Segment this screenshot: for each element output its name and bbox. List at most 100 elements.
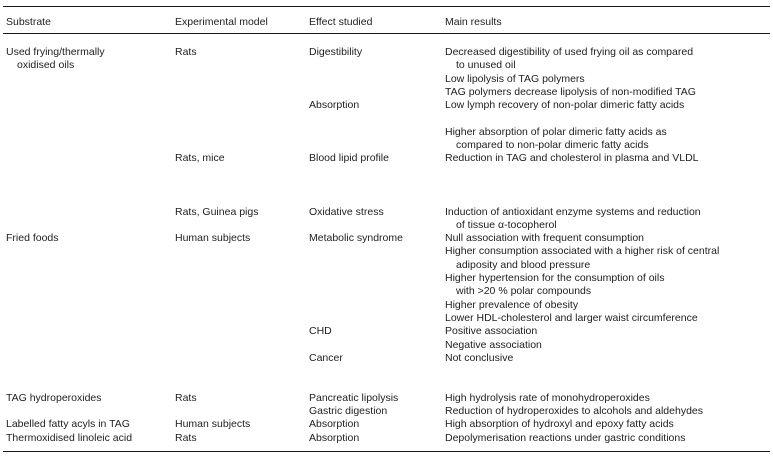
cell-substrate: Used frying/thermally <box>6 46 105 58</box>
cell-substrate <box>3 219 175 232</box>
cell-experimental-model <box>175 219 309 232</box>
cell-main-results: to unused oil <box>456 59 516 72</box>
cell-substrate <box>3 86 175 99</box>
cell-main-results: Null association with frequent consumpti… <box>445 232 645 245</box>
cell-effect-studied <box>309 126 445 139</box>
cell-substrate <box>3 73 175 86</box>
table-row: with >20 % polar compounds <box>3 285 770 298</box>
cell-experimental-model <box>175 405 309 418</box>
column-header-experimental-model: Experimental model <box>175 16 268 28</box>
table-row <box>3 166 770 179</box>
cell-main-results <box>445 179 770 192</box>
table-row: TAG hydroperoxides Rats Pancreatic lipolys… <box>3 392 770 405</box>
cell-effect-studied <box>309 378 445 391</box>
cell-effect-studied: Absorption <box>309 431 360 444</box>
cell-experimental-model <box>175 99 309 112</box>
table-bottom-rule <box>3 450 770 452</box>
table-row: Higher consumption associated with a hig… <box>3 245 770 258</box>
cell-substrate <box>3 139 175 152</box>
cell-main-results: TAG polymers decrease lipolysis of non-m… <box>445 85 696 98</box>
cell-experimental-model <box>175 285 309 298</box>
cell-main-results: Induction of antioxidant enzyme systems … <box>445 205 701 218</box>
table-row <box>3 378 770 391</box>
cell-experimental-model: Rats <box>175 431 197 444</box>
cell-experimental-model: Rats, Guinea pigs <box>175 205 259 218</box>
cell-main-results: Low lipolysis of TAG polymers <box>445 72 585 85</box>
cell-main-results: Depolymerisation reactions under gastric… <box>445 431 686 444</box>
cell-effect-studied <box>309 365 445 378</box>
table-top-rule <box>3 6 770 7</box>
cell-experimental-model <box>175 112 309 125</box>
table-row: TAG polymers decrease lipolysis of non-m… <box>3 86 770 99</box>
cell-effect-studied <box>309 285 445 298</box>
cell-main-results: Higher prevalence of obesity <box>445 298 579 311</box>
cell-main-results <box>445 192 770 205</box>
cell-experimental-model <box>175 352 309 365</box>
cell-experimental-model <box>175 272 309 285</box>
cell-experimental-model <box>175 325 309 338</box>
cell-experimental-model <box>175 139 309 152</box>
cell-effect-studied <box>309 73 445 86</box>
cell-main-results: adiposity and blood pressure <box>456 258 591 271</box>
cell-experimental-model <box>175 59 309 72</box>
cell-main-results: Low lymph recovery of non-polar dimeric … <box>445 99 685 112</box>
cell-experimental-model <box>175 73 309 86</box>
cell-experimental-model <box>175 299 309 312</box>
table-row: Higher prevalence of obesity <box>3 299 770 312</box>
cell-substrate <box>3 206 175 219</box>
table-row: Higher hypertension for the consumption … <box>3 272 770 285</box>
table-row: compared to non-polar dimeric fatty acid… <box>3 139 770 152</box>
cell-effect-studied <box>309 245 445 258</box>
table-row <box>3 192 770 205</box>
cell-effect-studied: Digestibility <box>309 46 363 58</box>
cell-effect-studied <box>309 312 445 325</box>
table-row: oxidised oils to unused oil <box>3 59 770 72</box>
table-row <box>3 365 770 378</box>
cell-substrate <box>3 152 175 165</box>
cell-main-results: Not conclusive <box>445 351 514 364</box>
cell-substrate <box>3 179 175 192</box>
cell-substrate <box>3 272 175 285</box>
table-header-row: Substrate Experimental model Effect stud… <box>3 7 770 33</box>
cell-effect-studied: Pancreatic lipolysis <box>309 391 399 404</box>
cell-effect-studied <box>309 166 445 179</box>
cell-substrate: oxidised oils <box>17 59 75 72</box>
cell-effect-studied <box>309 179 445 192</box>
cell-experimental-model: Human subjects <box>175 418 251 431</box>
cell-effect-studied <box>309 59 445 72</box>
cell-substrate: TAG hydroperoxides <box>6 391 102 404</box>
cell-main-results: Positive association <box>445 325 538 338</box>
cell-effect-studied: Oxidative stress <box>309 205 384 218</box>
column-header-effect-studied: Effect studied <box>309 16 373 28</box>
cell-effect-studied <box>309 219 445 232</box>
cell-main-results <box>445 365 770 378</box>
cell-effect-studied: Blood lipid profile <box>309 152 389 165</box>
cell-effect-studied <box>309 259 445 272</box>
cell-substrate <box>3 285 175 298</box>
cell-effect-studied: Absorption <box>309 418 360 431</box>
cell-experimental-model <box>175 166 309 179</box>
cell-substrate <box>3 259 175 272</box>
cell-effect-studied: Gastric digestion <box>309 405 388 418</box>
cell-effect-studied <box>309 192 445 205</box>
cell-main-results <box>445 166 770 179</box>
table-row: Negative association <box>3 339 770 352</box>
table-row: Low lipolysis of TAG polymers <box>3 73 770 86</box>
table-row: Absorption Low lymph recovery of non-pola… <box>3 99 770 112</box>
cell-main-results: Reduction in TAG and cholesterol in plas… <box>445 152 699 165</box>
cell-main-results <box>445 112 770 125</box>
cell-experimental-model <box>175 339 309 352</box>
cell-main-results: Decreased digestibility of used frying o… <box>445 46 694 58</box>
cell-effect-studied <box>309 86 445 99</box>
cell-effect-studied: Absorption <box>309 99 360 112</box>
cell-experimental-model: Rats <box>175 391 197 404</box>
column-header-substrate: Substrate <box>6 16 51 28</box>
cell-effect-studied <box>309 272 445 285</box>
cell-substrate <box>3 192 175 205</box>
